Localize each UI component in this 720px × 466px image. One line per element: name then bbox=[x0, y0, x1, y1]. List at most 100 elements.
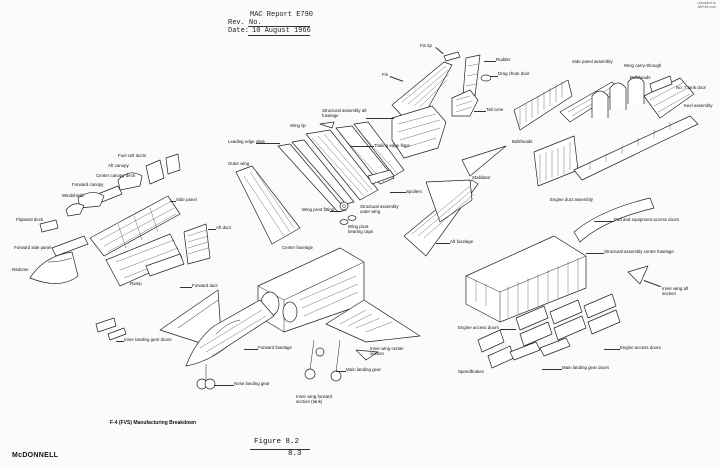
nose-landing-gear-part bbox=[196, 364, 216, 390]
brand-logo-text: McDONNELL bbox=[12, 452, 59, 459]
label-structural-outer-wing: Structural assembly outer wing bbox=[360, 204, 399, 215]
leader-line bbox=[594, 221, 614, 222]
leader-line bbox=[390, 192, 406, 193]
side-panel-part bbox=[89, 195, 181, 257]
label-leading-edge-slats: Leading edge slats bbox=[228, 139, 265, 144]
label-inner-wing-forward: Inner wing forward section (tank) bbox=[296, 394, 333, 405]
aft-fuselage-part bbox=[403, 179, 479, 257]
leader-line bbox=[490, 76, 498, 77]
leader-line bbox=[208, 229, 216, 230]
label-main-landing-gear: Main landing gear bbox=[346, 367, 381, 372]
stabilator-part bbox=[461, 145, 507, 177]
inner-landing-gear-doors-part bbox=[95, 317, 127, 341]
label-forward-side-panel: Forward side panel bbox=[14, 245, 52, 250]
structural-center-fuselage-part bbox=[465, 235, 587, 323]
leader-line bbox=[214, 385, 234, 386]
header-rule bbox=[248, 26, 310, 27]
label-stabilator: Stabilator bbox=[472, 175, 491, 180]
label-structural-center-fuselage: Structural assembly center fuselage bbox=[604, 249, 674, 254]
label-bulkheads-lower: Bulkheads bbox=[512, 139, 533, 144]
forward-side-panel-part bbox=[51, 235, 89, 257]
label-pod-access-doors: Pod and equipment access doors bbox=[614, 217, 680, 222]
main-landing-gear-doors-part bbox=[509, 337, 571, 361]
label-flipward-deck: Flipward deck bbox=[16, 217, 44, 222]
wing-pivot-fitting-part bbox=[339, 201, 349, 211]
leader-line bbox=[500, 329, 516, 330]
pod-access-doors-part bbox=[573, 197, 655, 243]
fin-tip-part bbox=[443, 51, 461, 62]
leader-line bbox=[180, 287, 192, 288]
label-structural-aft-fuselage: Structural assembly aft fuselage bbox=[322, 108, 367, 119]
label-outer-wing: Outer wing bbox=[228, 161, 250, 166]
forward-fuselage-part bbox=[185, 299, 275, 367]
label-side-panel: Side panel bbox=[176, 197, 197, 202]
ramp-part bbox=[145, 253, 185, 277]
report-number: MAC Report E790 bbox=[250, 11, 314, 19]
label-rudder: Rudder bbox=[496, 57, 511, 62]
corner-note: Uploaded to IstPrint.com bbox=[672, 1, 716, 10]
aft-canopy-part bbox=[117, 172, 143, 191]
date-value: 10 August 1966 bbox=[252, 27, 311, 35]
figure-rule bbox=[250, 449, 310, 450]
tank-door-part bbox=[649, 75, 673, 93]
leader-line bbox=[586, 253, 604, 254]
outer-wing-part bbox=[235, 165, 301, 245]
label-ramp: Ramp bbox=[130, 281, 142, 286]
windshield-part bbox=[65, 203, 85, 217]
date-label: Date: bbox=[228, 27, 250, 35]
label-wing-pivot-fitting: Wing pivot fitting bbox=[302, 207, 335, 212]
figure-number: Figure 8.2 bbox=[254, 438, 300, 446]
corner-note-line: IstPrint.com bbox=[697, 4, 716, 9]
inner-wing-center-part bbox=[325, 299, 421, 343]
label-nose-landing-gear: Nose landing gear bbox=[234, 381, 270, 386]
label-keel-assembly: Keel assembly bbox=[684, 103, 713, 108]
label-engine-access-doors-right: Engine access doors bbox=[620, 345, 661, 350]
page-number: 8.3 bbox=[288, 450, 302, 458]
label-windshield: Windshield bbox=[62, 193, 84, 198]
leading-edge-slats-part bbox=[277, 139, 355, 213]
label-inner-wing-aft: Inner wing aft section bbox=[662, 286, 689, 297]
tail-cone-part bbox=[451, 89, 479, 117]
label-aft-duct: Aft duct bbox=[216, 225, 231, 230]
leader-line bbox=[436, 243, 450, 244]
corner-note-line: Uploaded to bbox=[697, 1, 716, 5]
label-tank-door: No. 7 tank door bbox=[676, 85, 707, 90]
label-engine-access-doors-left: Engine access doors bbox=[458, 325, 499, 330]
label-center-canopy-deck: Center canopy deck bbox=[96, 173, 136, 178]
label-drag-chute-door: Drag chute door bbox=[498, 71, 530, 76]
radome-part bbox=[29, 251, 79, 284]
label-center-fuselage: Center fuselage bbox=[282, 245, 313, 250]
label-spoilers: Spoilers bbox=[406, 189, 422, 194]
label-engine-duct-assembly: Engine duct assembly bbox=[550, 197, 593, 202]
main-landing-gear-part bbox=[304, 339, 342, 382]
label-inner-wing-center: Inner wing center section bbox=[370, 346, 404, 357]
forward-duct-part bbox=[105, 233, 183, 287]
lower-bulkheads-part bbox=[533, 135, 579, 187]
label-tail-cone: Tail cone bbox=[486, 107, 504, 112]
trailing-edge-flaps-part bbox=[335, 121, 405, 185]
wing-tip-part bbox=[319, 121, 335, 129]
forward-canopy-part bbox=[77, 192, 105, 209]
leader-line bbox=[336, 371, 346, 372]
label-fuel-cell-ducts: Fuel cell ducts bbox=[118, 153, 147, 158]
engine-access-doors-part bbox=[515, 293, 621, 347]
leader-line bbox=[256, 143, 280, 144]
label-side-panel-assembly: Side panel assembly bbox=[572, 59, 613, 64]
leader-line bbox=[604, 349, 620, 350]
fuel-cell-ducts-part bbox=[145, 153, 181, 185]
inner-wing-tip-part bbox=[355, 349, 379, 361]
label-forward-canopy: Forward canopy bbox=[72, 182, 104, 187]
label-forward-fuselage: Forward fuselage bbox=[258, 345, 292, 350]
flipward-deck-part bbox=[39, 219, 59, 233]
label-wing-tip: Wing tip bbox=[290, 123, 306, 128]
label-trailing-edge-flaps: Trailing edge flaps bbox=[374, 143, 410, 148]
side-panel-assembly-part bbox=[513, 79, 573, 131]
label-fin: Fin bbox=[382, 72, 389, 77]
leader-line bbox=[116, 341, 124, 342]
leader-line bbox=[350, 146, 374, 147]
leader-line bbox=[170, 201, 176, 202]
label-wing-pivot-caps: Wing pivot bearing caps bbox=[348, 224, 374, 235]
outer-wing-structure-part bbox=[305, 129, 379, 201]
